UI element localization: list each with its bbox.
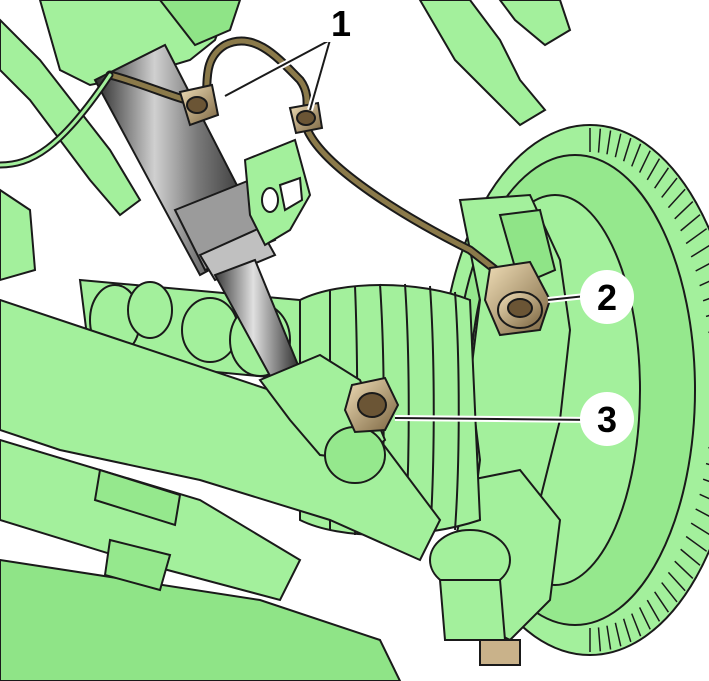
callout-3: 3 (580, 392, 634, 446)
disc-vent (690, 244, 709, 258)
disc-vent (667, 571, 686, 592)
hose-clip-left (178, 83, 220, 127)
disc-vent (680, 214, 701, 232)
disc-vent (638, 607, 651, 630)
disc-vent (614, 133, 622, 158)
hose-clip-right (288, 101, 324, 135)
callout-1: 1 (322, 2, 362, 44)
disc-vent (674, 560, 694, 580)
hose-fitting (483, 260, 552, 337)
shock-bolt (343, 376, 400, 434)
disc-vent (695, 508, 709, 517)
lower-control-arm (0, 298, 442, 681)
disc-vent (674, 200, 694, 220)
disc-vent (699, 493, 709, 500)
disc-vent (622, 618, 632, 643)
disc-vent (614, 622, 622, 647)
disc-vent (606, 130, 612, 155)
disc-vent (646, 158, 661, 181)
disc-vent (646, 599, 661, 622)
ball-joint (429, 529, 521, 666)
callout-1-label: 1 (331, 3, 351, 44)
disc-vent (667, 188, 686, 209)
disc-vent (638, 150, 651, 173)
disc-vent (606, 625, 612, 650)
disc-vent (654, 167, 670, 189)
disc-vent (631, 143, 642, 167)
disc-vent (685, 535, 708, 552)
callout-2: 2 (580, 270, 634, 324)
callout-2-label: 2 (597, 277, 617, 318)
disc-vent (631, 613, 642, 637)
disc-vent (654, 591, 670, 613)
callout-3-label: 3 (597, 399, 617, 440)
disc-vent (661, 177, 678, 198)
upper-body-panel (0, 0, 242, 282)
disc-vent (597, 128, 602, 153)
disc-vents (589, 128, 709, 652)
disc-vent (702, 478, 709, 483)
disc-vent (685, 228, 708, 245)
disc-vent (702, 297, 709, 302)
disc-vent (699, 280, 709, 287)
shock-lower-clamp (258, 353, 387, 484)
disc-vent (690, 522, 709, 536)
disc-vent (597, 627, 602, 652)
disc-vent (695, 263, 709, 272)
upper-frame (418, 0, 572, 127)
disc-vent (622, 137, 632, 162)
shock-bracket (243, 138, 312, 247)
disc-vent (680, 548, 701, 566)
disc-vent (661, 582, 678, 603)
